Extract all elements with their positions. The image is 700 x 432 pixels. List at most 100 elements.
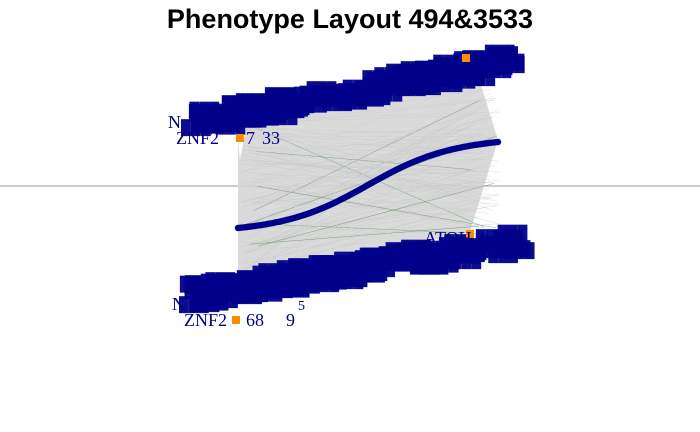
upper-label-mark: ███ bbox=[232, 111, 262, 129]
edge-line bbox=[245, 128, 499, 162]
upper-label-mark: ███ bbox=[374, 67, 404, 85]
upper-label-mark: ███ bbox=[428, 59, 458, 77]
upper-label-mark: ███ bbox=[223, 106, 253, 124]
lower-label-mark: ███ bbox=[360, 247, 390, 265]
lower-label-mark: ███ bbox=[361, 248, 391, 266]
lower-label-mark: ███ bbox=[201, 273, 231, 291]
lower-label-mark: ███ bbox=[451, 246, 481, 264]
node-label: 5 bbox=[298, 299, 305, 314]
edge-line bbox=[239, 112, 480, 173]
upper-label-mark: ███ bbox=[380, 79, 410, 97]
lower-label-mark: ███ bbox=[379, 246, 409, 264]
lower-label-mark: ███ bbox=[345, 265, 375, 283]
lower-label-mark: ███ bbox=[488, 246, 518, 264]
edge-line bbox=[256, 152, 493, 156]
edge-line bbox=[245, 216, 479, 270]
lower-label-mark: ███ bbox=[258, 263, 288, 281]
upper-label-mark: ███ bbox=[352, 83, 382, 101]
node-label: ZNF2 bbox=[184, 310, 227, 330]
lower-label-mark: ███ bbox=[476, 236, 506, 254]
lower-label-mark: ███ bbox=[196, 284, 226, 302]
lower-label-mark: ███ bbox=[397, 243, 427, 261]
lower-label-mark: ███ bbox=[386, 242, 416, 260]
upper-label-mark: ███ bbox=[250, 95, 280, 113]
lower-label-mark: ███ bbox=[185, 282, 215, 300]
upper-label-mark: ███ bbox=[200, 111, 230, 129]
upper-label-mark: ███ bbox=[425, 66, 455, 84]
edge-line bbox=[247, 187, 490, 190]
upper-label-mark: ███ bbox=[275, 101, 305, 119]
lower-label-mark: ███ bbox=[365, 260, 395, 278]
edge-line bbox=[256, 190, 478, 219]
edge-line bbox=[245, 129, 479, 184]
edge-line bbox=[238, 206, 488, 274]
lower-label-mark: ███ bbox=[253, 265, 283, 283]
upper-label-mark: ███ bbox=[343, 79, 373, 97]
anchor-node-marker bbox=[236, 134, 244, 142]
edge-line bbox=[240, 166, 480, 271]
upper-label-mark: ███ bbox=[449, 61, 479, 79]
lower-label-mark: ███ bbox=[232, 287, 262, 305]
upper-label-mark: ███ bbox=[189, 102, 219, 120]
edge-line bbox=[241, 134, 487, 184]
lower-label-mark: ███ bbox=[380, 254, 410, 272]
lower-label-mark: ███ bbox=[252, 278, 282, 296]
upper-label-mark: ███ bbox=[415, 60, 445, 78]
upper-label-mark: ███ bbox=[470, 53, 500, 71]
lower-label-mark: ███ bbox=[303, 270, 333, 288]
lower-label-mark: ███ bbox=[243, 279, 273, 297]
upper-label-mark: ███ bbox=[236, 93, 266, 111]
upper-label-mark: ███ bbox=[487, 50, 517, 68]
lower-label-mark: ███ bbox=[339, 266, 369, 284]
edge-line bbox=[243, 145, 476, 172]
lower-label-mark: ███ bbox=[278, 277, 308, 295]
upper-label-mark: ███ bbox=[254, 101, 284, 119]
edge-line bbox=[245, 184, 489, 214]
edge-line bbox=[241, 148, 491, 198]
lower-label-mark: ███ bbox=[447, 241, 477, 259]
lower-label-mark: ███ bbox=[493, 230, 523, 248]
lower-label-mark: ███ bbox=[350, 252, 380, 270]
upper-label-mark: ███ bbox=[418, 64, 448, 82]
edge-line bbox=[250, 171, 473, 183]
anchor-node-marker bbox=[466, 230, 474, 238]
edge-line bbox=[254, 138, 484, 195]
upper-label-mark: ███ bbox=[237, 111, 267, 129]
upper-label-mark: ███ bbox=[258, 103, 288, 121]
upper-label-mark: ███ bbox=[462, 60, 492, 78]
edge-line bbox=[256, 97, 496, 124]
upper-label-mark: ███ bbox=[400, 75, 430, 93]
node-label: -9 bbox=[496, 228, 511, 248]
lower-label-mark: ███ bbox=[357, 255, 387, 273]
upper-label-mark: ███ bbox=[396, 79, 426, 97]
edge-line bbox=[254, 114, 488, 123]
edge-line bbox=[256, 197, 482, 243]
lower-label-mark: ███ bbox=[214, 278, 244, 296]
lower-label-mark: ███ bbox=[195, 281, 225, 299]
upper-label-mark: ███ bbox=[273, 94, 303, 112]
lower-label-mark: ███ bbox=[272, 275, 302, 293]
upper-label-mark: ███ bbox=[246, 99, 276, 117]
upper-label-mark: ███ bbox=[455, 66, 485, 84]
node-label: 33 bbox=[262, 128, 280, 148]
lower-label-mark: ███ bbox=[451, 252, 481, 270]
upper-label-mark: ███ bbox=[435, 58, 465, 76]
lower-label-mark: ███ bbox=[355, 265, 385, 283]
edge-line bbox=[242, 122, 494, 211]
lower-label-mark: ███ bbox=[212, 275, 242, 293]
lower-label-mark: ███ bbox=[411, 255, 441, 273]
lower-label-mark: ███ bbox=[303, 259, 333, 277]
lower-label-mark: ███ bbox=[288, 261, 318, 279]
lower-label-mark: ███ bbox=[427, 249, 457, 267]
upper-label-mark: ███ bbox=[254, 96, 284, 114]
lower-label-mark: ███ bbox=[363, 252, 393, 270]
upper-label-mark: ███ bbox=[208, 114, 238, 132]
upper-label-mark: ███ bbox=[251, 102, 281, 120]
lower-label-mark: ███ bbox=[238, 285, 268, 303]
upper-label-mark: ███ bbox=[249, 109, 279, 127]
upper-label-mark: ███ bbox=[411, 71, 441, 89]
upper-label-mark: ███ bbox=[364, 77, 394, 95]
upper-label-mark: ███ bbox=[483, 58, 513, 76]
upper-label-mark: ███ bbox=[495, 54, 525, 72]
lower-label-mark: ███ bbox=[195, 285, 225, 303]
